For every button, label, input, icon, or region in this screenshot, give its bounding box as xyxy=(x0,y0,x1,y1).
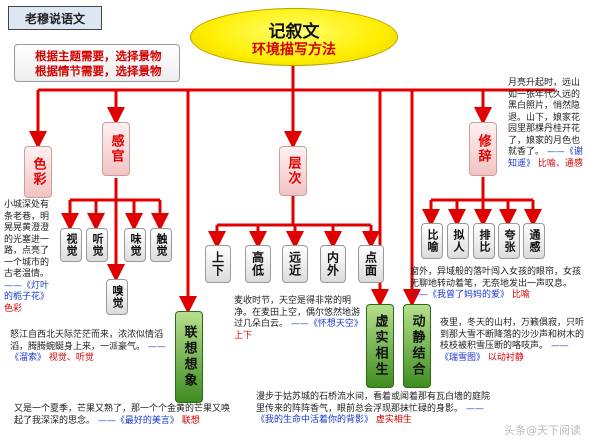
caption-real-text: 漫步于姑苏城的石桥流水间，看着或闻着那有瓦白墙的庭院里传来的阵阵香气，眼前总会浮… xyxy=(256,392,491,414)
caption-motion-tag: 以动衬静 xyxy=(487,352,524,363)
author-tag: 老穆说语文 xyxy=(8,6,102,30)
rhetoric-synesthesia: 通感 xyxy=(523,223,545,259)
layer-in-out: 内外 xyxy=(320,245,346,283)
caption-real-source: ——《我的生命中活着你的背影》 xyxy=(256,403,484,426)
caption-senses-tag: 视觉、听觉 xyxy=(48,353,94,363)
caption-real-virtual: 漫步于姑苏城的石桥流水间，看着或闻着那有瓦白墙的庭院里传来的阵阵香气，眼前总会浮… xyxy=(256,392,492,427)
node-rhetoric: 修辞 xyxy=(469,122,497,176)
rhetoric-hyperbole: 夸张 xyxy=(498,223,520,259)
title-main: 记叙文 xyxy=(268,22,320,42)
caption-imagination: 又是一个夏季，芒果又熟了，那一个个金黄的芒果又唤起了我深深的思念。 ——《最好的… xyxy=(14,404,236,427)
caption-imagination-text: 又是一个夏季，芒果又熟了，那一个个金黄的芒果又唤起了我深深的思念。 xyxy=(14,404,231,426)
caption-rhetoric-source: ——《谢知遥》 xyxy=(508,147,583,169)
caption-rhetoric-2: 窗外，异域般的落叶闯入女孩的眼帘，女孩无聊地转动着笔，无奈地发出一声叹息。 ——… xyxy=(410,267,582,302)
intro-box: 根据主题需要，选择景物 根据情节需要，选择景物 xyxy=(14,44,180,82)
caption-imagination-tag: 联想 xyxy=(181,415,200,426)
caption-imagination-source: ——《最好的美言》 xyxy=(97,415,179,426)
layer-high-low: 高低 xyxy=(245,245,271,283)
caption-rhetoric-text: 月亮升起时，远山如一张年代久远的黑白照片，悄然隐退。山下，娘家花园里那棵丹桂开花… xyxy=(508,78,581,157)
layer-near-far: 远近 xyxy=(282,245,308,283)
node-motion-static: 动静结合 xyxy=(403,304,431,388)
caption-layers-tag: 上下 xyxy=(234,330,253,341)
caption-rhetoric-tag: 比喻、通感 xyxy=(537,158,583,169)
title-ellipse: 记叙文 环境描写方法 xyxy=(190,8,398,66)
node-real-virtual: 虚实相生 xyxy=(366,304,394,388)
rhetoric-personification: 拟人 xyxy=(447,223,469,259)
caption-color-tag: 色彩 xyxy=(4,303,23,314)
node-color: 色彩 xyxy=(24,146,52,198)
caption-rhetoric2-source: ——《我曾了妈妈的爱》 xyxy=(410,290,510,300)
caption-rhetoric: 月亮升起时，远山如一张年代久远的黑白照片，悄然隐退。山下，娘家花园里那棵丹桂开花… xyxy=(508,78,586,170)
caption-color: 小城深处有条老巷，明晃晃黄澄澄的光塞进一路，点亮了一个城市的古老温情。 ——《灯… xyxy=(4,200,54,315)
rhetoric-parallelism: 排比 xyxy=(473,223,495,259)
caption-color-source: ——《灯叶的栀子花》 xyxy=(4,280,50,303)
caption-motion-text: 夜里，冬天的山村，万籁俱寂，只听到那大雪不断降落的沙沙声和树木的枝枝被积雪压断的… xyxy=(440,318,585,351)
node-imagination: 联想想象 xyxy=(175,311,203,403)
caption-layers-source: ——《怀想天空》 xyxy=(290,319,363,329)
caption-layers-text: 麦收时节，天空是得非常的明净。在麦田上空，偶尔悠然地游过几朵白云。 xyxy=(234,296,361,329)
caption-motion-source: ——《瑞雪图》 xyxy=(440,341,569,363)
caption-color-text: 小城深处有条老巷，明晃晃黄澄澄的光塞进一路，点亮了一个城市的古老温情。 xyxy=(4,200,50,279)
caption-rhetoric2-text: 窗外，异域般的落叶闯入女孩的眼帘，女孩无聊地转动着笔，无奈地发出一声叹息。 xyxy=(410,267,582,289)
intro-line-2: 根据情节需要，选择景物 xyxy=(35,64,162,78)
node-senses: 感官 xyxy=(102,122,130,176)
layer-point-surface: 点面 xyxy=(358,245,384,283)
caption-real-tag: 虚实相生 xyxy=(375,415,412,425)
sense-visual: 视觉 xyxy=(60,228,82,262)
caption-layers: 麦收时节，天空是得非常的明净。在麦田上空，偶尔悠然地游过几朵白云。 ——《怀想天… xyxy=(234,296,364,342)
intro-line-1: 根据主题需要，选择景物 xyxy=(35,49,162,63)
caption-motion: 夜里，冬天的山村，万籁俱寂，只听到那大雪不断降落的沙沙声和树木的枝枝被积雪压断的… xyxy=(440,318,584,364)
sense-smell: 嗅觉 xyxy=(106,279,128,315)
watermark: 头条@天下阅读 xyxy=(504,424,581,437)
layer-up-down: 上下 xyxy=(205,245,231,283)
sense-hearing: 听觉 xyxy=(86,228,108,262)
caption-senses-text: 怒江自西北天际茫茫而来，浓浓似情滔滔，腾腾蜿蜒身上来，一派豪气。 xyxy=(10,330,164,352)
node-layers: 层次 xyxy=(279,146,307,196)
sense-taste: 味觉 xyxy=(124,228,146,262)
rhetoric-metaphor: 比喻 xyxy=(421,223,443,259)
caption-rhetoric2-tag: 比喻 xyxy=(511,290,530,300)
caption-senses: 怒江自西北天际茫茫而来，浓浓似情滔滔，腾腾蜿蜒身上来，一派豪气。 ——《溜索》 … xyxy=(10,330,168,365)
caption-senses-source: ——《溜索》 xyxy=(10,341,166,364)
title-sub: 环境描写方法 xyxy=(252,42,336,58)
sense-touch: 触觉 xyxy=(150,228,172,262)
